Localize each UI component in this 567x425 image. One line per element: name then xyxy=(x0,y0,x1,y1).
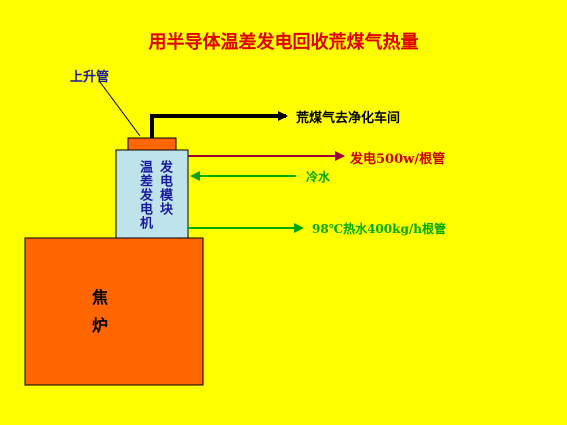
coke-oven-box xyxy=(24,237,204,386)
riser-pipe-top xyxy=(127,137,177,151)
hot-water-label: 98℃热水400kg/h根管 xyxy=(312,222,446,236)
raw-gas-arrow xyxy=(150,111,288,138)
power-output-label: 发电500w/根管 xyxy=(350,152,446,167)
coke-oven-label-1: 焦 xyxy=(92,288,109,307)
raw-gas-label: 荒煤气去净化车间 xyxy=(296,111,401,126)
riser-pipe-pointer xyxy=(99,81,141,137)
module-label-generator: 温差发电机 xyxy=(137,160,152,230)
coke-oven-label-2: 炉 xyxy=(92,316,109,335)
module-label-module: 发电模块 xyxy=(157,160,172,216)
diagram-title: 用半导体温差发电回收荒煤气热量 xyxy=(148,32,419,53)
thermoelectric-module-box xyxy=(115,149,189,239)
cold-water-label: 冷水 xyxy=(306,170,331,184)
riser-pipe-label: 上升管 xyxy=(70,70,110,85)
